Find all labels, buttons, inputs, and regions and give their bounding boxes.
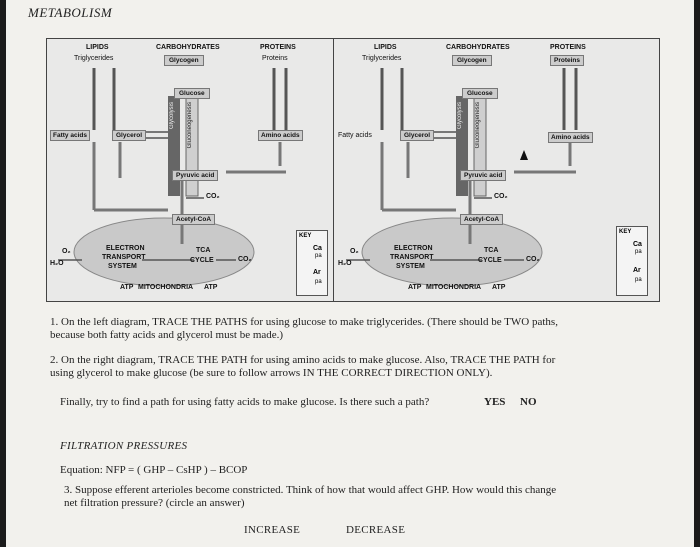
pyruvic-acid-label: Pyruvic acid xyxy=(460,170,507,181)
key-line-1b: pa xyxy=(315,253,322,259)
carbohydrates-label: CARBOHYDRATES xyxy=(446,44,510,51)
electron-transport-line1: ELECTRON xyxy=(106,245,145,252)
glycerol-label: Glycerol xyxy=(400,130,435,141)
electron-transport-line2: TRANSPORT xyxy=(390,254,434,261)
tca-line2: CYCLE xyxy=(478,257,502,264)
key-line-2b: pa xyxy=(315,279,322,285)
question-finally: Finally, try to find a path for using fa… xyxy=(60,396,430,408)
fatty-acids-label: Fatty acids xyxy=(338,132,372,139)
proteins-label: PROTEINS xyxy=(550,44,586,51)
right-diagram[interactable]: LIPIDS Triglycerides CARBOHYDRATES Glyco… xyxy=(334,38,652,300)
acetyl-coa-label: Acetyl-CoA xyxy=(172,214,216,225)
glucose-label: Glucose xyxy=(462,88,498,99)
tca-line1: TCA xyxy=(484,247,499,254)
page-title: METABOLISM xyxy=(28,5,113,20)
diagram-divider xyxy=(333,39,334,301)
key-line-2: Ar xyxy=(633,267,641,274)
electron-transport-line1: ELECTRON xyxy=(394,245,433,252)
glycolysis-label: Glycolysis xyxy=(457,102,463,130)
answer-yes[interactable]: YES xyxy=(484,396,506,408)
electron-transport-line2: TRANSPORT xyxy=(102,254,146,261)
glycogen-label: Glycogen xyxy=(452,55,492,66)
atp-label-2: ATP xyxy=(492,284,506,291)
glycogen-label: Glycogen xyxy=(164,55,204,66)
electron-transport-line3: SYSTEM xyxy=(396,263,425,270)
proteins-sub-label: Proteins xyxy=(262,55,288,62)
tca-line1: TCA xyxy=(196,247,211,254)
h2o-label: H₂O xyxy=(50,260,64,267)
left-diagram[interactable]: LIPIDS Triglycerides CARBOHYDRATES Glyco… xyxy=(46,38,332,300)
lipids-label: LIPIDS xyxy=(86,44,109,51)
filtration-heading: FILTRATION PRESSURES xyxy=(60,440,188,452)
right-diagram-arrows xyxy=(346,68,578,287)
answer-no[interactable]: NO xyxy=(520,396,537,408)
electron-transport-line3: SYSTEM xyxy=(108,263,137,270)
h2o-label: H₂O xyxy=(338,260,352,267)
acetyl-coa-label: Acetyl-CoA xyxy=(460,214,504,225)
key-title: KEY xyxy=(619,229,632,235)
key-line-1b: pa xyxy=(635,249,642,255)
o2-label: O₂ xyxy=(62,248,71,255)
co2-label: CO₂ xyxy=(494,193,508,200)
filtration-equation: Equation: NFP = ( GHP – CsHP ) – BCOP xyxy=(60,464,248,476)
answer-decrease[interactable]: DECREASE xyxy=(346,524,406,536)
question-3: 3. Suppose efferent arterioles become co… xyxy=(64,484,557,509)
key-box-left: KEY Ca pa Ar pa xyxy=(296,230,328,296)
proteins-label: PROTEINS xyxy=(260,44,296,51)
glycerol-label: Glycerol xyxy=(112,130,147,141)
fatty-acids-label: Fatty acids xyxy=(50,130,90,141)
question-2: 2. On the right diagram, TRACE THE PATH … xyxy=(50,354,556,379)
co2-label: CO₂ xyxy=(206,193,220,200)
gluconeogenesis-label: Gluconeogenesis xyxy=(475,102,481,149)
key-line-2b: pa xyxy=(635,277,642,283)
atp-label-2: ATP xyxy=(204,284,218,291)
co2-tca-label: CO₂ xyxy=(526,256,540,263)
key-line-1: Ca xyxy=(633,241,642,248)
answer-increase[interactable]: INCREASE xyxy=(244,524,301,536)
glycolysis-label: Glycolysis xyxy=(169,102,175,130)
key-title: KEY xyxy=(299,233,312,239)
amino-acids-label: Amino acids xyxy=(258,130,303,141)
atp-label-1: ATP xyxy=(408,284,422,291)
key-line-2: Ar xyxy=(313,269,321,276)
carbohydrates-label: CARBOHYDRATES xyxy=(156,44,220,51)
question-1: 1. On the left diagram, TRACE THE PATHS … xyxy=(50,316,558,341)
co2-tca-label: CO₂ xyxy=(238,256,252,263)
gluconeogenesis-label: Gluconeogenesis xyxy=(187,102,193,149)
proteins-sub-label: Proteins xyxy=(550,55,585,66)
o2-label: O₂ xyxy=(350,248,359,255)
atp-label-1: ATP xyxy=(120,284,134,291)
left-diagram-arrows xyxy=(58,68,288,287)
key-box-right: KEY Ca pa Ar pa xyxy=(616,226,648,296)
pyruvic-acid-label: Pyruvic acid xyxy=(172,170,219,181)
glucose-label: Glucose xyxy=(174,88,210,99)
triglycerides-label: Triglycerides xyxy=(74,55,114,62)
amino-acids-label: Amino acids xyxy=(548,132,593,143)
tca-line2: CYCLE xyxy=(190,257,214,264)
triglycerides-label: Triglycerides xyxy=(362,55,402,62)
mitochondria-label: MITOCHONDRIA xyxy=(138,284,194,291)
lipids-label: LIPIDS xyxy=(374,44,397,51)
key-line-1: Ca xyxy=(313,245,322,252)
mitochondria-label: MITOCHONDRIA xyxy=(426,284,482,291)
